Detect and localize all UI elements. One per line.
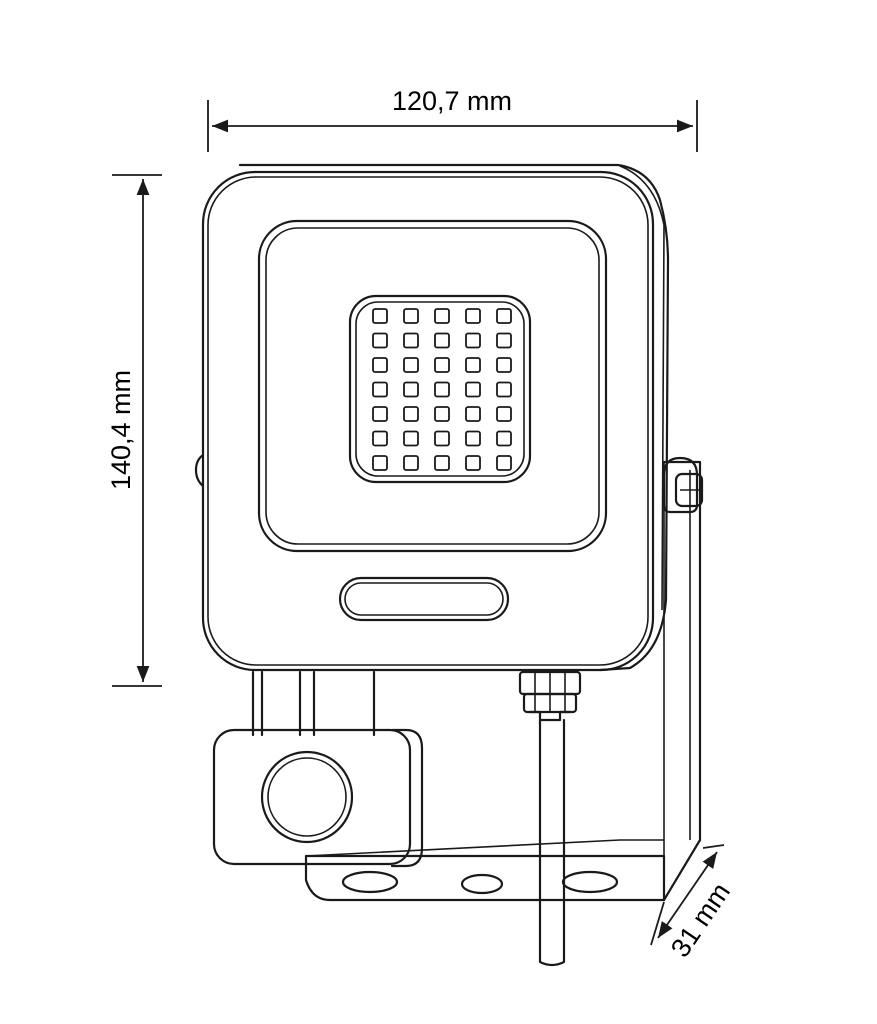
width-dimension: 120,7 mm — [207, 86, 698, 152]
led-chip — [403, 381, 419, 398]
mounting-hole-center — [460, 873, 504, 895]
cable-gland — [518, 670, 582, 722]
led-chip — [465, 406, 481, 422]
led-chip — [496, 381, 512, 398]
led-chip — [434, 406, 450, 422]
led-chip — [465, 381, 481, 398]
led-chip — [403, 308, 419, 324]
led-chip — [496, 455, 512, 471]
led-chip — [403, 357, 419, 373]
lens-window — [257, 219, 608, 553]
led-chip — [496, 357, 512, 373]
led-chip — [496, 308, 512, 324]
led-chip — [403, 430, 419, 447]
led-chip — [434, 308, 450, 324]
led-board — [348, 294, 532, 484]
led-chip — [434, 357, 450, 373]
height-dimension: 140,4 mm — [106, 174, 162, 687]
led-chip — [465, 308, 481, 324]
led-chip — [403, 332, 419, 349]
led-chip — [496, 406, 512, 422]
led-chip — [372, 430, 388, 447]
led-chip — [372, 357, 388, 373]
housing — [194, 163, 670, 672]
pivot-bolt — [662, 456, 704, 514]
pir-sensor-body — [212, 728, 412, 866]
led-chip — [465, 357, 481, 373]
height-label: 140,4 mm — [106, 370, 136, 490]
led-chip — [372, 332, 388, 349]
led-chip — [403, 406, 419, 422]
led-chip — [465, 332, 481, 349]
mounting-hole-right — [561, 870, 619, 894]
led-chip — [434, 381, 450, 398]
led-chip — [372, 308, 388, 324]
width-label: 120,7 mm — [392, 86, 512, 116]
pir-sensor — [212, 728, 424, 868]
indicator-slot — [338, 576, 510, 622]
led-chip — [372, 406, 388, 422]
led-chip — [496, 430, 512, 447]
led-chip — [372, 455, 388, 471]
mounting-hole-left — [341, 870, 399, 894]
led-chip — [434, 332, 450, 349]
housing-front — [201, 170, 655, 672]
pir-sensor-lens — [260, 750, 354, 844]
led-chip — [434, 430, 450, 447]
sensor-bracket — [251, 670, 376, 737]
mounting-bracket — [304, 460, 702, 902]
led-chip — [496, 332, 512, 349]
led-chip — [372, 381, 388, 398]
depth-label: 31 mm — [665, 877, 736, 962]
power-cable — [538, 718, 566, 967]
led-chip — [465, 455, 481, 471]
led-grid — [372, 308, 512, 471]
led-chip — [403, 455, 419, 471]
led-chip — [434, 455, 450, 471]
led-chip — [465, 430, 481, 447]
